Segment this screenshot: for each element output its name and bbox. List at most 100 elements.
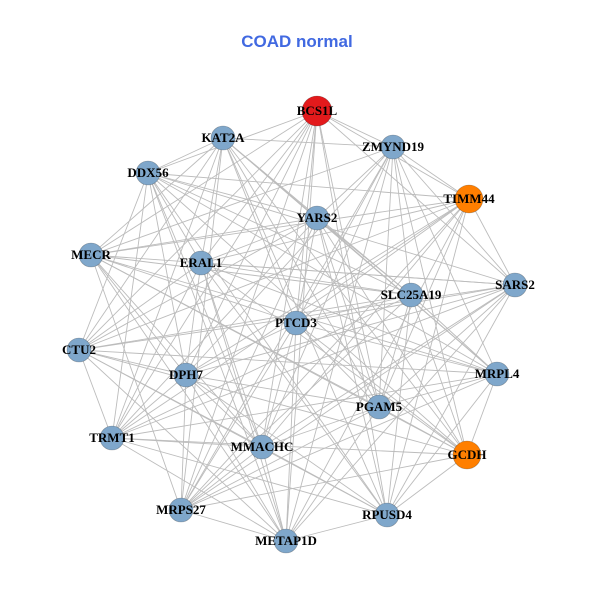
edge-KAT2A-ZMYND19 [222, 137, 394, 148]
edge-DDX56-RPUSD4 [147, 172, 388, 516]
edge-PTCD3-MMACHC [261, 322, 297, 448]
edge-TRMT1-METAP1D [111, 437, 287, 542]
edge-MECR-GCDH [90, 254, 468, 456]
edge-TRMT1-RPUSD4 [111, 437, 388, 516]
edge-YARS2-MRPS27 [180, 217, 318, 511]
edge-TIMM44-MECR [90, 198, 470, 256]
edge-MRPL4-MRPS27 [180, 373, 498, 511]
node-PTCD3 [283, 310, 309, 336]
edge-SARS2-RPUSD4 [386, 284, 516, 516]
edge-MMACHC-RPUSD4 [261, 446, 388, 516]
node-DPH7 [173, 362, 199, 388]
edge-PGAM5-GCDH [378, 406, 468, 456]
node-YARS2 [304, 205, 330, 231]
node-MECR [78, 242, 104, 268]
edge-TIMM44-DPH7 [185, 198, 470, 376]
edge-PGAM5-METAP1D [285, 406, 380, 542]
edge-SLC25A19-RPUSD4 [386, 294, 412, 516]
edge-TIMM44-MMACHC [261, 198, 470, 448]
edge-DDX56-MRPL4 [147, 172, 498, 375]
edge-ERAL1-CTU2 [78, 262, 202, 351]
edge-ERAL1-METAP1D [200, 262, 287, 542]
node-ZMYND19 [380, 134, 406, 160]
edge-YARS2-ERAL1 [200, 217, 318, 264]
edge-DDX56-TIMM44 [147, 172, 470, 200]
edge-YARS2-PGAM5 [316, 217, 380, 408]
edge-GCDH-RPUSD4 [386, 454, 468, 516]
edge-KAT2A-DDX56 [147, 137, 224, 174]
edges-layer [78, 110, 516, 542]
edge-DPH7-PGAM5 [185, 374, 380, 408]
edge-ZMYND19-PTCD3 [295, 146, 394, 324]
edge-DDX56-TRMT1 [111, 172, 149, 439]
edge-ZMYND19-SLC25A19 [392, 146, 412, 296]
edge-MRPS27-METAP1D [180, 509, 287, 542]
edge-KAT2A-CTU2 [78, 137, 224, 351]
edge-PTCD3-DPH7 [185, 322, 297, 376]
edge-DPH7-MMACHC [185, 374, 263, 448]
edge-KAT2A-ERAL1 [200, 137, 224, 264]
node-SARS2 [502, 272, 528, 298]
edge-SARS2-MRPS27 [180, 284, 516, 511]
edge-DPH7-TRMT1 [111, 374, 187, 439]
edge-SARS2-PGAM5 [378, 284, 516, 408]
node-GCDH [452, 440, 482, 470]
node-CTU2 [66, 337, 92, 363]
edge-PTCD3-GCDH [295, 322, 468, 456]
edge-TIMM44-METAP1D [285, 198, 470, 542]
node-PGAM5 [366, 394, 392, 420]
edge-ERAL1-RPUSD4 [200, 262, 388, 516]
edge-ERAL1-MMACHC [200, 262, 263, 448]
edge-BCS1L-PGAM5 [316, 110, 380, 408]
node-KAT2A [210, 125, 236, 151]
edge-ZMYND19-GCDH [392, 146, 468, 456]
edge-DPH7-RPUSD4 [185, 374, 388, 516]
plot-title: COAD normal [241, 32, 352, 51]
edge-MECR-PTCD3 [90, 254, 297, 324]
edge-BCS1L-MMACHC [261, 110, 318, 448]
nodes-layer [66, 95, 528, 554]
node-RPUSD4 [374, 502, 400, 528]
edge-ERAL1-MRPL4 [200, 262, 498, 375]
edge-ZMYND19-TIMM44 [392, 146, 470, 200]
edge-KAT2A-PGAM5 [222, 137, 380, 408]
edge-TIMM44-PTCD3 [295, 198, 470, 324]
edge-MECR-SLC25A19 [90, 254, 412, 296]
node-MRPL4 [484, 361, 510, 387]
edge-MRPL4-PGAM5 [378, 373, 498, 408]
node-METAP1D [273, 528, 299, 554]
edge-BCS1L-ERAL1 [200, 110, 318, 264]
edge-MMACHC-METAP1D [261, 446, 287, 542]
edge-ERAL1-GCDH [200, 262, 468, 456]
node-TIMM44 [454, 184, 484, 214]
edge-SLC25A19-PTCD3 [295, 294, 412, 324]
edge-ERAL1-SARS2 [200, 262, 516, 286]
edge-SARS2-TRMT1 [111, 284, 516, 439]
edge-TIMM44-ERAL1 [200, 198, 470, 264]
edge-TRMT1-GCDH [111, 437, 468, 456]
edge-PTCD3-MRPL4 [295, 322, 498, 375]
edge-GCDH-MRPS27 [180, 454, 468, 511]
node-SLC25A19 [398, 282, 424, 308]
edge-PGAM5-MRPS27 [180, 406, 380, 511]
edge-ZMYND19-MRPL4 [392, 146, 498, 375]
edge-ERAL1-TRMT1 [111, 262, 202, 439]
edge-SARS2-METAP1D [285, 284, 516, 542]
edge-SLC25A19-PGAM5 [378, 294, 412, 408]
edge-MMACHC-MRPS27 [180, 446, 263, 511]
edge-TIMM44-RPUSD4 [386, 198, 470, 516]
edge-TIMM44-PGAM5 [378, 198, 470, 408]
edge-CTU2-GCDH [78, 349, 468, 456]
node-DDX56 [135, 160, 161, 186]
edge-CTU2-MRPL4 [78, 349, 498, 375]
edge-SLC25A19-MRPS27 [180, 294, 412, 511]
edge-CTU2-METAP1D [78, 349, 287, 542]
edge-KAT2A-GCDH [222, 137, 468, 456]
edge-PTCD3-METAP1D [285, 322, 297, 542]
edge-DDX56-DPH7 [147, 172, 187, 376]
edge-ERAL1-SLC25A19 [200, 262, 412, 296]
edge-DDX56-ERAL1 [147, 172, 202, 264]
edge-DDX56-METAP1D [147, 172, 287, 542]
edge-YARS2-SLC25A19 [316, 217, 412, 296]
